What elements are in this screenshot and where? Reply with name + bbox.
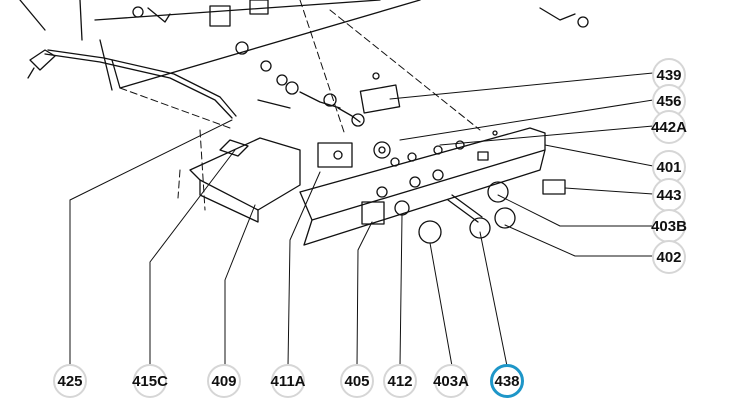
callout-425[interactable]: 425	[53, 364, 87, 398]
callout-label: 403A	[433, 372, 469, 390]
callout-label: 405	[344, 372, 370, 390]
callout-405[interactable]: 405	[340, 364, 374, 398]
power-cord-plug	[27, 49, 237, 119]
callout-442a[interactable]: 442A	[651, 110, 687, 144]
callout-label: 439	[656, 66, 682, 84]
callout-412[interactable]: 412	[383, 364, 417, 398]
callout-label: 442A	[651, 118, 687, 136]
callout-label: 443	[656, 186, 682, 204]
callout-label: 415C	[132, 372, 168, 390]
callout-label: 402	[656, 248, 682, 266]
cabinet-body	[19, 0, 421, 91]
callout-label: 411A	[270, 372, 306, 390]
callout-label: 412	[387, 372, 413, 390]
callout-438[interactable]: 438	[490, 364, 524, 398]
callout-label: 456	[656, 92, 682, 110]
callout-409[interactable]: 409	[207, 364, 241, 398]
callout-403b[interactable]: 403B	[651, 209, 687, 243]
knobs	[418, 179, 566, 244]
callout-415c[interactable]: 415C	[132, 364, 168, 398]
callout-label: 409	[211, 372, 237, 390]
callout-402[interactable]: 402	[652, 240, 686, 274]
leader-lines	[69, 72, 654, 367]
callout-411a[interactable]: 411A	[270, 364, 306, 398]
callout-label: 438	[494, 372, 520, 390]
callout-label: 425	[57, 372, 83, 390]
drip-tray	[189, 137, 301, 223]
callout-label: 403B	[651, 217, 687, 235]
callout-443[interactable]: 443	[652, 178, 686, 212]
control-panel	[299, 127, 546, 246]
callout-label: 401	[656, 158, 682, 176]
top-parts	[132, 0, 589, 159]
callout-403a[interactable]: 403A	[433, 364, 469, 398]
